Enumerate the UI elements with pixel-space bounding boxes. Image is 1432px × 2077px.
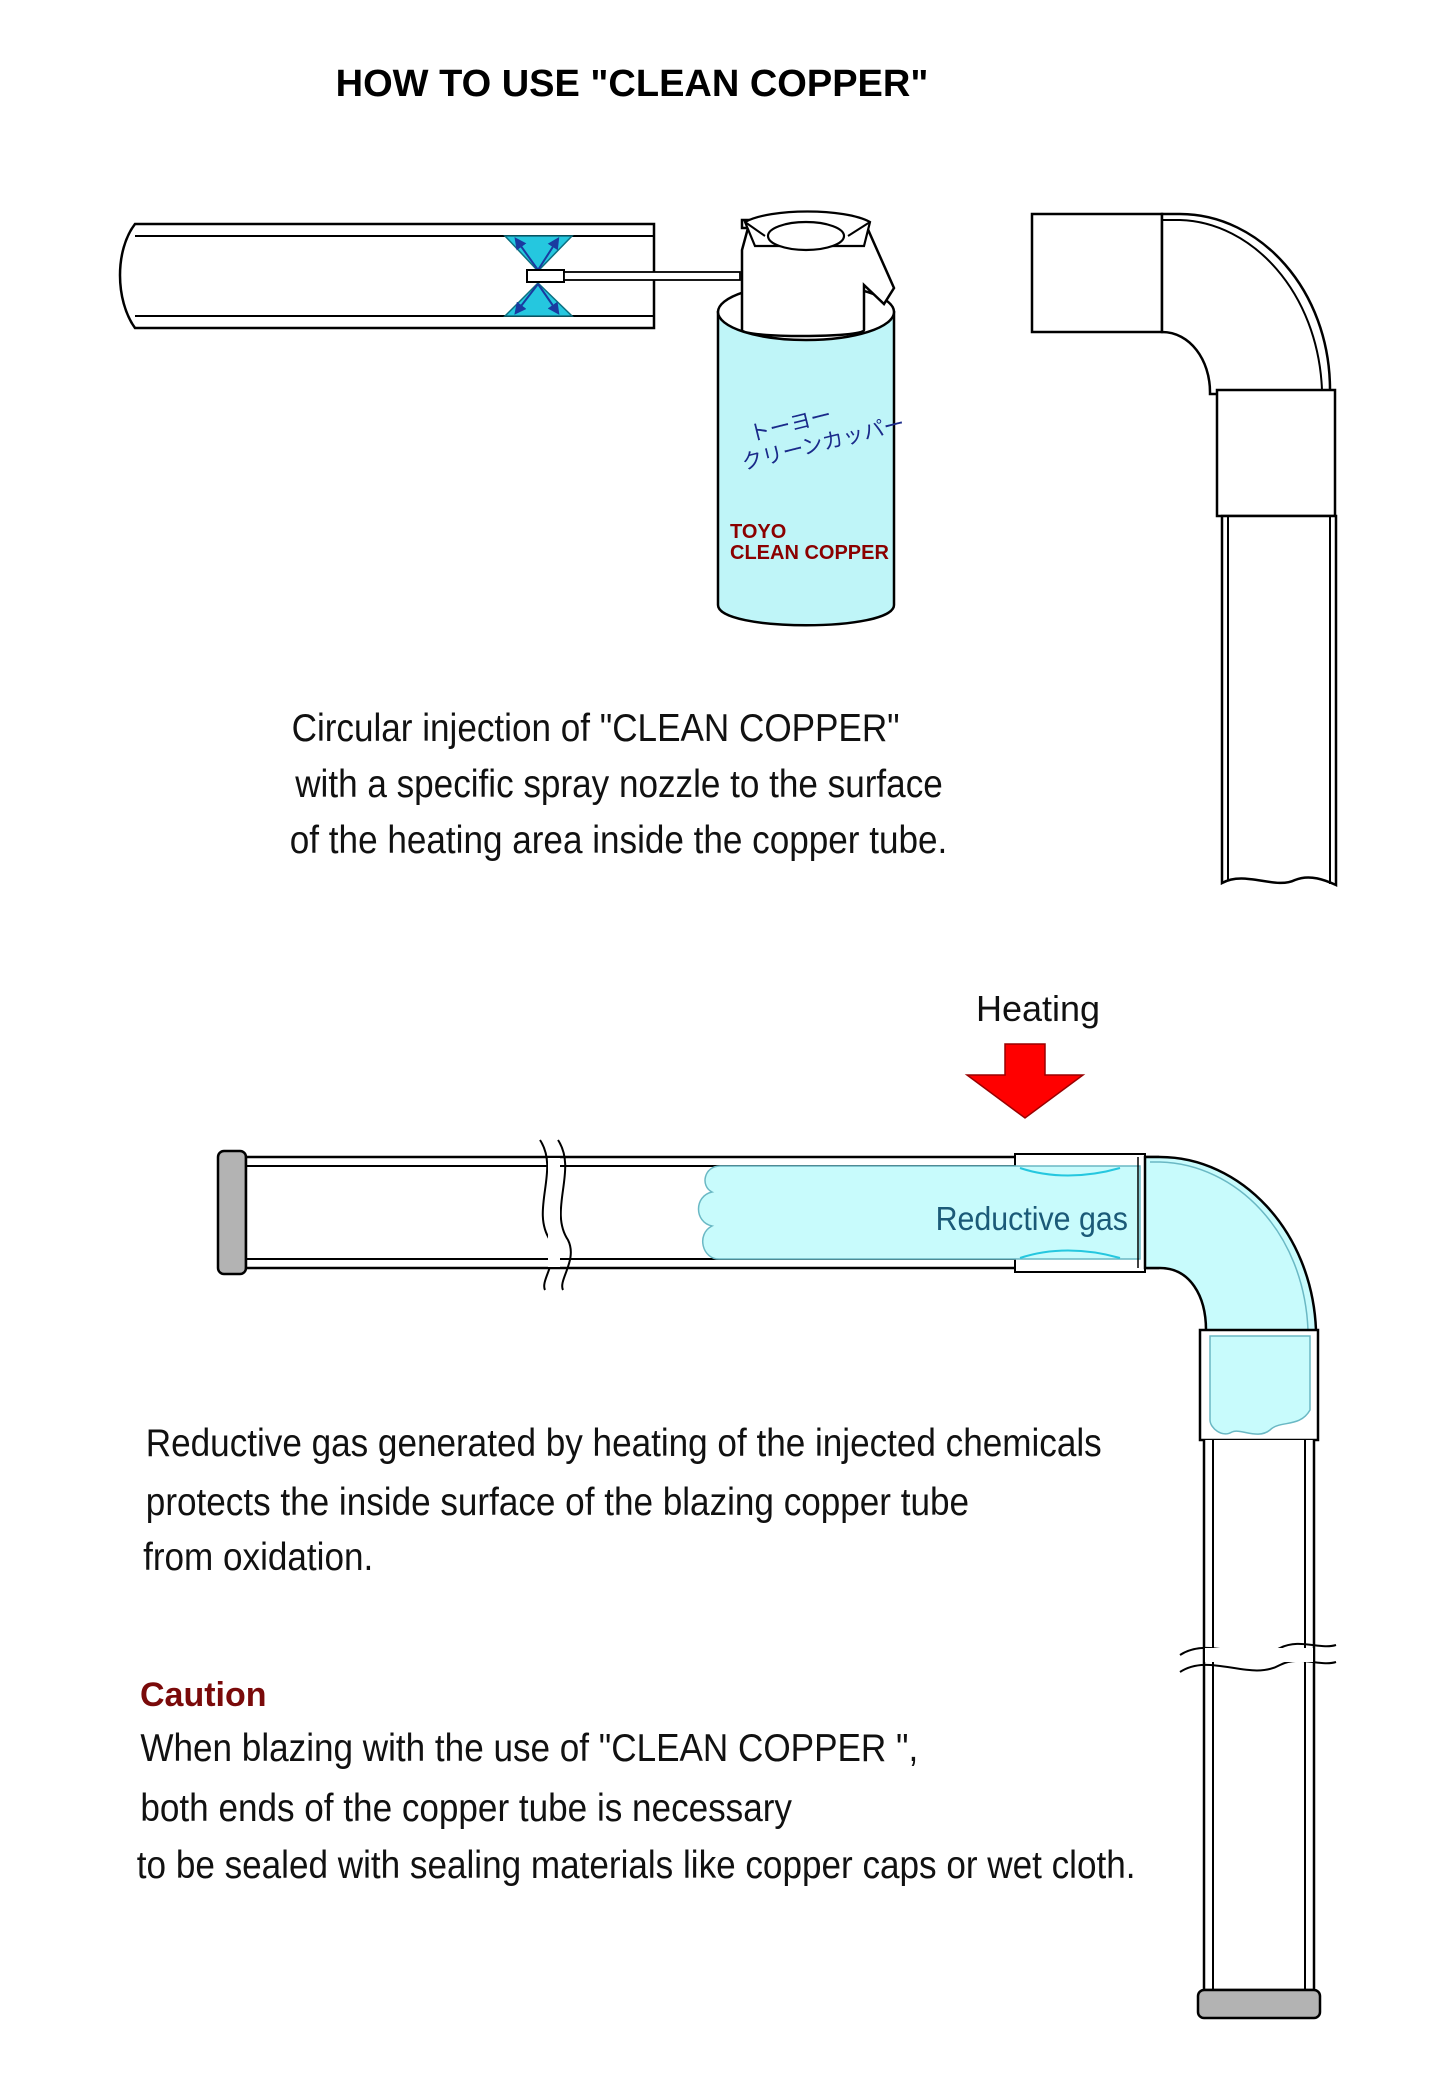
step1-line1: Circular injection of "CLEAN COPPER" (292, 705, 900, 749)
reductive-gas-label: Reductive gas (936, 1200, 1128, 1237)
caution-heading: Caution (140, 1676, 267, 1714)
step1-line3: of the heating area inside the copper tu… (290, 817, 947, 861)
heating-arrow-icon (964, 1043, 1086, 1119)
reductive-gas-cloud (697, 1165, 1141, 1260)
elbow-with-gas (1143, 1155, 1337, 2020)
spray-nozzle (526, 269, 741, 283)
spray-can (716, 210, 896, 627)
step2-line1: Reductive gas generated by heating of th… (146, 1420, 1102, 1464)
step2-line2: protects the inside surface of the blazi… (146, 1479, 969, 1523)
caution-line2: both ends of the copper tube is necessar… (140, 1785, 792, 1829)
elbow-fitting (1030, 212, 1338, 887)
page-title: HOW TO USE "CLEAN COPPER" (336, 63, 929, 105)
can-brand-line2: CLEAN COPPER (730, 542, 889, 564)
spray-cone (503, 235, 574, 317)
can-brand-line1: TOYO (730, 521, 786, 543)
step2-line3: from oxidation. (143, 1534, 373, 1578)
caution-line3: to be sealed with sealing materials like… (137, 1842, 1136, 1886)
horizontal-tube-with-gas (216, 1139, 1160, 1291)
step1-line2: with a specific spray nozzle to the surf… (294, 761, 943, 805)
heating-label: Heating (976, 988, 1100, 1029)
caution-line1: When blazing with the use of "CLEAN COPP… (140, 1725, 918, 1769)
